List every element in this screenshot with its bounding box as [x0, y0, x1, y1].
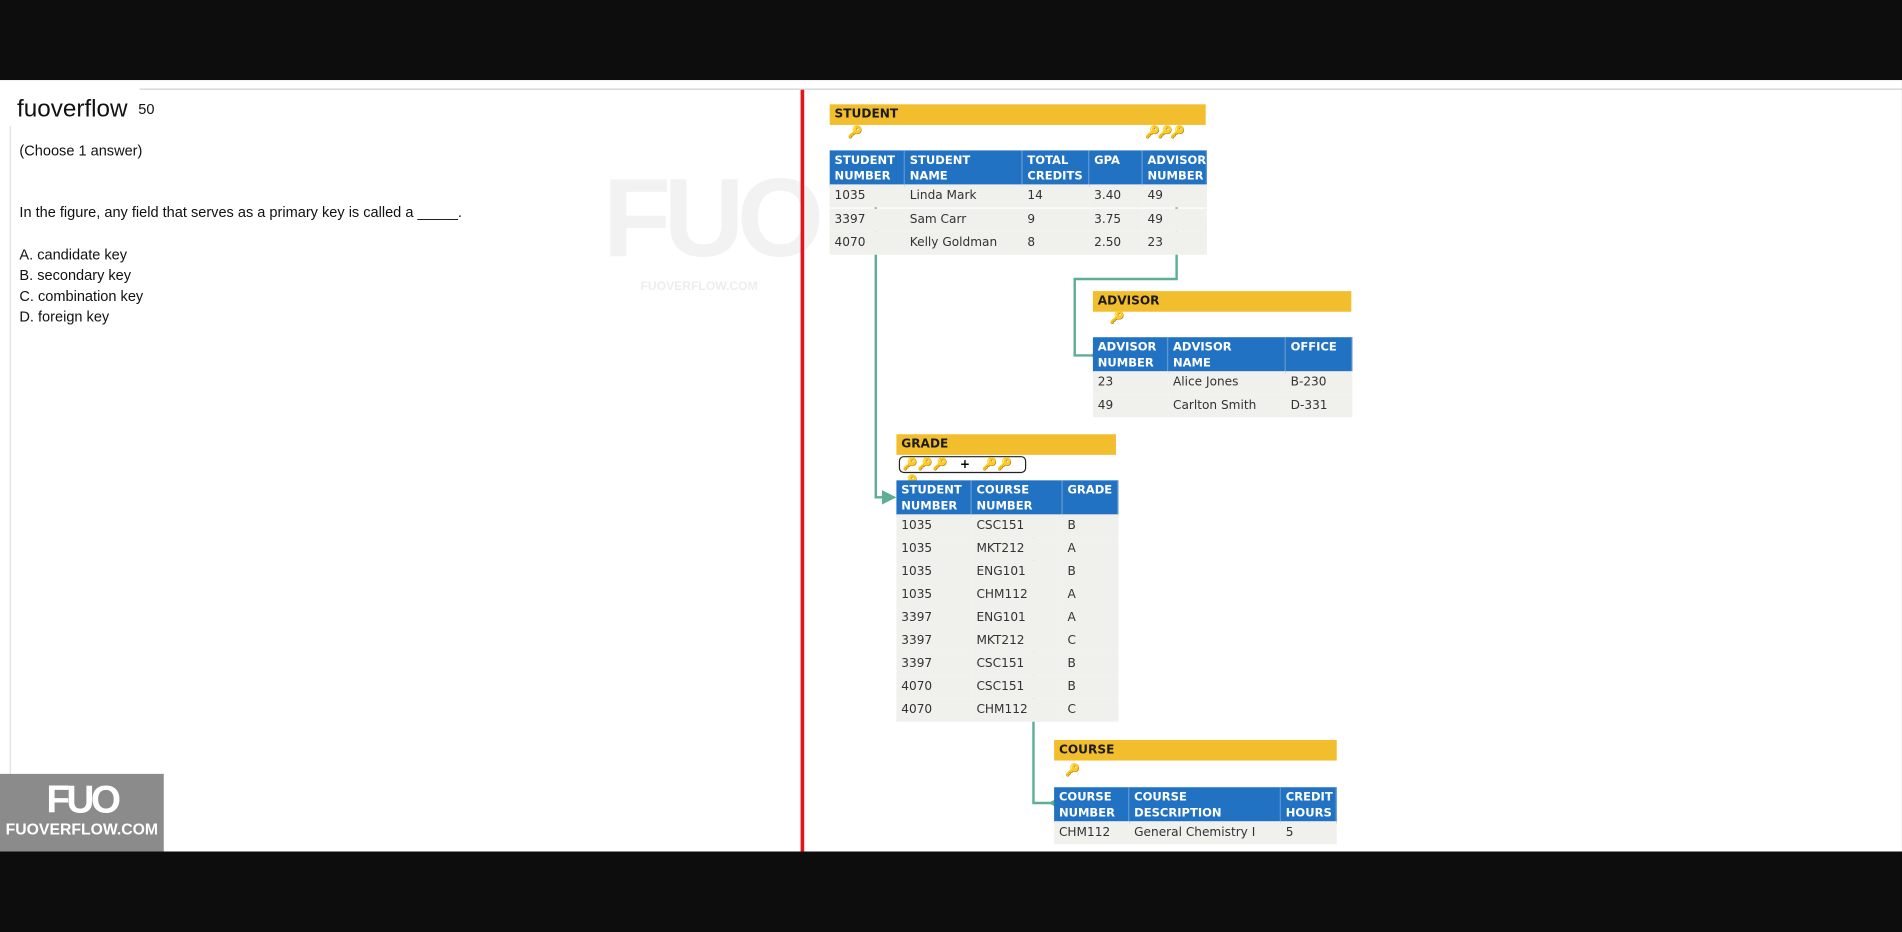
advisor-table-cell: 23 [1092, 371, 1169, 395]
question-text: In the figure, any field that serves as … [19, 203, 462, 221]
student-table-cell: 3.40 [1089, 184, 1143, 208]
advisor-table-cell: D-331 [1285, 394, 1353, 418]
grade-table-cell: 1035 [896, 583, 972, 607]
site-brand[interactable]: fuoverflow [16, 95, 128, 123]
left-divider [9, 126, 11, 852]
grade-table-cell: MKT212 [971, 537, 1063, 561]
letterbox-bottom [0, 851, 1902, 932]
student-table-cell: Sam Carr [904, 208, 1023, 232]
logo-text: FUOVERFLOW.COM [5, 819, 159, 839]
answer-options: A. candidate key B. secondary key C. com… [19, 245, 143, 327]
course-table-cell: CHM112 [1054, 821, 1130, 845]
grade-table-cell: MKT212 [971, 629, 1063, 653]
advisor-table-cell: Carlton Smith [1168, 394, 1286, 418]
student-table-cell: 9 [1022, 208, 1090, 232]
watermark-logo: FUO [602, 156, 824, 281]
course-table-cell: General Chemistry I [1129, 821, 1281, 845]
student-table-cell: Linda Mark [904, 184, 1023, 208]
grade-table-cell: ENG101 [971, 606, 1063, 630]
student-table-title: STUDENT [829, 104, 1206, 125]
student-table-cell: 49 [1142, 208, 1207, 232]
advisor-table-cell: B-230 [1285, 371, 1353, 395]
grade-table-cell: C [1062, 629, 1119, 653]
student-column-header: GPA [1089, 150, 1143, 187]
content-area: fuoverflow 50 (Choose 1 answer) In the f… [0, 80, 1902, 852]
logo-mark: FUO [46, 777, 121, 822]
letterbox-top [0, 0, 1902, 81]
top-divider [139, 88, 1902, 90]
student-table-cell: 49 [1142, 184, 1207, 208]
course-key-icon: 🔑 [1065, 764, 1080, 778]
grade-table-cell: CSC151 [971, 514, 1063, 538]
student-table-cell: 4070 [829, 231, 905, 255]
option-c: C. combination key [19, 287, 144, 305]
student-table-cell: 14 [1022, 184, 1090, 208]
brand-tail-text: 50 [138, 100, 155, 118]
arrow-student-to-grade [868, 177, 897, 505]
student-table-cell: Kelly Goldman [904, 231, 1023, 255]
grade-table-cell: 3397 [896, 652, 972, 676]
advisor-key-icon: 🔑 [1109, 311, 1125, 326]
grade-table-cell: B [1062, 514, 1119, 538]
grade-table-cell: CHM112 [971, 698, 1063, 722]
student-key-icon: 🔑 [847, 126, 863, 140]
grade-column-header: GRADE [1062, 480, 1119, 517]
student-table-cell: 3397 [829, 208, 905, 232]
panel-divider [800, 89, 805, 852]
grade-table-cell: B [1062, 652, 1119, 676]
option-d: D. foreign key [19, 308, 110, 326]
course-table-cell: 5 [1280, 821, 1337, 845]
grade-table-cell: C [1062, 698, 1119, 722]
fuo-logo-badge[interactable]: FUO FUOVERFLOW.COM [0, 773, 164, 852]
grade-table-cell: CHM112 [971, 583, 1063, 607]
grade-table-cell: 4070 [896, 675, 972, 699]
grade-combination-key-icon: 🔑🔑🔑+🔑🔑🔑 [898, 456, 1027, 489]
grade-table-cell: B [1062, 560, 1119, 584]
grade-table-cell: ENG101 [971, 560, 1063, 584]
grade-table-cell: CSC151 [971, 675, 1063, 699]
student-table-cell: 2.50 [1089, 231, 1143, 255]
student-table-cell: 1035 [829, 184, 905, 208]
advisor-table-cell: 49 [1092, 394, 1169, 418]
course-table-title: COURSE [1054, 739, 1337, 761]
grade-table-cell: B [1062, 675, 1119, 699]
answer-instruction: (Choose 1 answer) [19, 141, 143, 159]
grade-table-cell: CSC151 [971, 652, 1063, 676]
student-table-cell: 8 [1022, 231, 1090, 255]
student-table-cell: 3.75 [1089, 208, 1143, 232]
grade-table-cell: A [1062, 606, 1119, 630]
student-table-cell: 23 [1142, 231, 1207, 255]
advisor-column-header: OFFICE [1285, 337, 1353, 374]
option-b: B. secondary key [19, 266, 132, 284]
student-key-icon: 🔑🔑🔑 [1145, 126, 1185, 140]
grade-table-cell: A [1062, 583, 1119, 607]
advisor-table-cell: Alice Jones [1168, 371, 1286, 395]
grade-table-cell: 1035 [896, 560, 972, 584]
grade-table-cell: 1035 [896, 514, 972, 538]
advisor-table-title: ADVISOR [1092, 291, 1352, 312]
grade-table-cell: A [1062, 537, 1119, 561]
watermark-text: FUOVERFLOW.COM [640, 280, 758, 294]
grade-table-cell: 3397 [896, 629, 972, 653]
grade-table-cell: 4070 [896, 698, 972, 722]
grade-table-cell: 1035 [896, 537, 972, 561]
grade-table-title: GRADE [896, 434, 1116, 455]
grade-table-cell: 3397 [896, 606, 972, 630]
option-a: A. candidate key [19, 246, 128, 264]
